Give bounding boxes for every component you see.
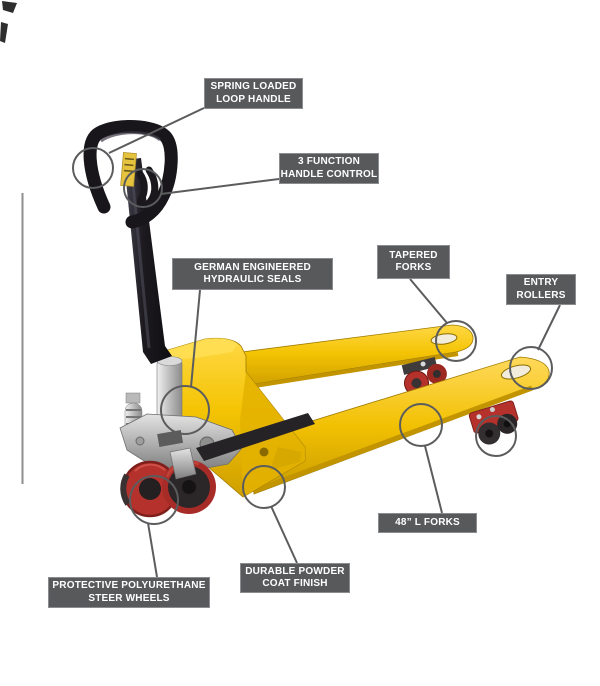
callout-line-spring: [108, 107, 205, 154]
steer-wheel-rear: [120, 460, 179, 518]
label-line: SPRING LOADED: [210, 81, 297, 92]
linkage-arm: [196, 413, 315, 461]
callout-label-3-function-handle-control: 3 FUNCTION HANDLE CONTROL: [279, 153, 379, 184]
label-line: PROTECTIVE POLYURETHANE: [52, 580, 206, 591]
callout-line-german: [190, 289, 201, 388]
callout-label-tapered-forks: TAPERED FORKS: [377, 245, 450, 279]
front-fork: [246, 356, 550, 495]
label-line: TAPERED: [389, 249, 438, 261]
callout-label-spring-loaded-loop-handle: SPRING LOADED LOOP HANDLE: [204, 78, 303, 109]
callout-line-forks48: [424, 445, 443, 514]
label-line: FORKS: [395, 262, 432, 273]
body-drain-hole: [259, 447, 269, 457]
callout-label-entry-rollers: ENTRY ROLLERS: [506, 274, 576, 305]
callout-label-protective-polyurethane-steer-wheels: PROTECTIVE POLYURETHANE STEER WHEELS: [48, 577, 210, 608]
label-line: HANDLE CONTROL: [280, 168, 378, 180]
spring-nut: [125, 392, 141, 404]
highlight-tapered-forks: [435, 320, 477, 362]
back-fork-hole: [430, 333, 458, 345]
callout-line-protective: [147, 522, 158, 578]
control-lever: [136, 166, 159, 210]
label-line: GERMAN ENGINEERED: [194, 261, 311, 273]
highlight-powder-coat: [242, 465, 286, 509]
label-line: ROLLERS: [516, 289, 566, 301]
pallet-jack: [83, 120, 550, 518]
label-line: LOOP HANDLE: [216, 93, 291, 105]
callout-label-german-engineered-hydraulic-seals: GERMAN ENGINEERED HYDRAULIC SEALS: [172, 258, 333, 290]
warning-sticker: [120, 152, 137, 187]
highlight-circles: [72, 147, 553, 525]
highlight-hydraulic-seals: [160, 385, 210, 435]
label-line: 48” L FORKS: [395, 516, 460, 528]
label-line: HYDRAULIC SEALS: [203, 274, 302, 285]
highlight-entry-rollers: [509, 346, 553, 390]
callout-lines: [108, 107, 561, 578]
corner-artifact: [0, 1, 17, 43]
back-fork: [241, 324, 474, 390]
label-line: 3 FUNCTION: [298, 156, 360, 167]
label-line: STEER WHEELS: [88, 592, 170, 604]
callout-line-tapered: [409, 278, 448, 324]
highlight-steer-wheels: [129, 475, 179, 525]
loop-handle: [83, 120, 178, 229]
highlight-front-rollers: [475, 415, 517, 457]
callout-line-entry: [537, 304, 561, 351]
callout-line-function: [160, 178, 280, 195]
wheel-bracket-leg: [169, 447, 197, 480]
highlight-handle-control: [123, 168, 163, 208]
callout-label-durable-powder-coat-finish: DURABLE POWDER COAT FINISH: [240, 563, 350, 593]
highlight-forks-length: [399, 403, 443, 447]
callout-line-durable: [270, 505, 298, 564]
front-fork-hole: [500, 364, 532, 380]
label-line: ENTRY: [523, 277, 559, 288]
callout-label-48-inch-forks: 48” L FORKS: [378, 513, 477, 533]
highlight-loop-handle: [72, 147, 114, 189]
label-line: COAT FINISH: [262, 578, 328, 589]
label-line: DURABLE POWDER: [245, 565, 345, 577]
